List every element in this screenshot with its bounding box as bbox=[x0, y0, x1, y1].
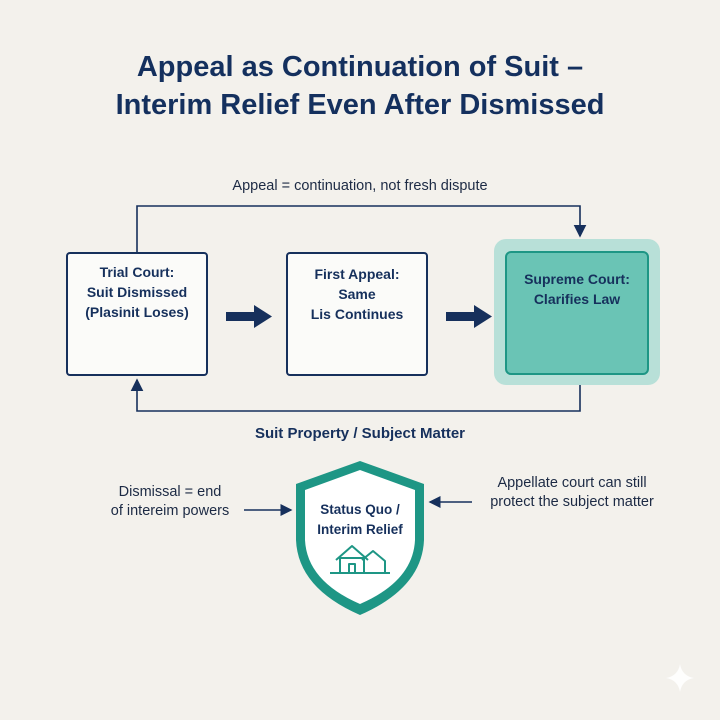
left-note-line-2: of intereim powers bbox=[110, 503, 230, 519]
first-appeal-line-2: Lis Continues bbox=[310, 306, 404, 322]
title-line-1: Appeal as Continuation of Suit – bbox=[136, 51, 584, 83]
house-icon bbox=[330, 545, 390, 574]
shield-line-2: Interim Relief bbox=[317, 522, 403, 537]
first-appeal-box: First Appeal: Same Lis Continues bbox=[286, 252, 428, 376]
page-title: Appeal as Continuation of Suit – Interim… bbox=[0, 48, 720, 124]
trial-court-line-1: Trial Court: bbox=[99, 264, 175, 280]
supreme-court-line-1: Supreme Court: bbox=[524, 271, 630, 287]
right-note-line-1: Appellate court can still bbox=[497, 475, 647, 491]
supreme-court-box: Supreme Court: Clarifies Law bbox=[505, 251, 649, 375]
trial-court-box: Trial Court: Suit Dismissed (Plasinit Lo… bbox=[66, 252, 208, 376]
top-connector-line bbox=[136, 205, 587, 252]
flow-arrow-1 bbox=[226, 305, 272, 328]
shield-line-1: Status Quo / bbox=[320, 502, 400, 517]
first-appeal-line-1: First Appeal: Same bbox=[314, 266, 400, 302]
left-note: Dismissal = end of intereim powers bbox=[90, 483, 250, 521]
right-note: Appellate court can still protect the su… bbox=[472, 474, 672, 512]
shield-icon bbox=[296, 461, 424, 615]
supreme-court-line-2: Clarifies Law bbox=[533, 291, 621, 307]
title-line-2: Interim Relief Even After Dismissed bbox=[115, 89, 605, 121]
left-note-line-1: Dismissal = end bbox=[118, 484, 222, 500]
bottom-connector-label: Suit Property / Subject Matter bbox=[254, 425, 466, 442]
right-note-line-2: protect the subject matter bbox=[490, 494, 654, 510]
trial-court-line-2: Suit Dismissed bbox=[86, 284, 188, 300]
top-connector-label: Appeal = continuation, not fresh dispute bbox=[232, 178, 488, 194]
bottom-connector-line bbox=[130, 378, 581, 412]
shield-label: Status Quo / Interim Relief bbox=[300, 500, 420, 540]
sparkle-icon bbox=[666, 664, 694, 692]
trial-court-line-3: (Plasinit Loses) bbox=[85, 304, 189, 320]
flow-arrow-2 bbox=[446, 305, 492, 328]
